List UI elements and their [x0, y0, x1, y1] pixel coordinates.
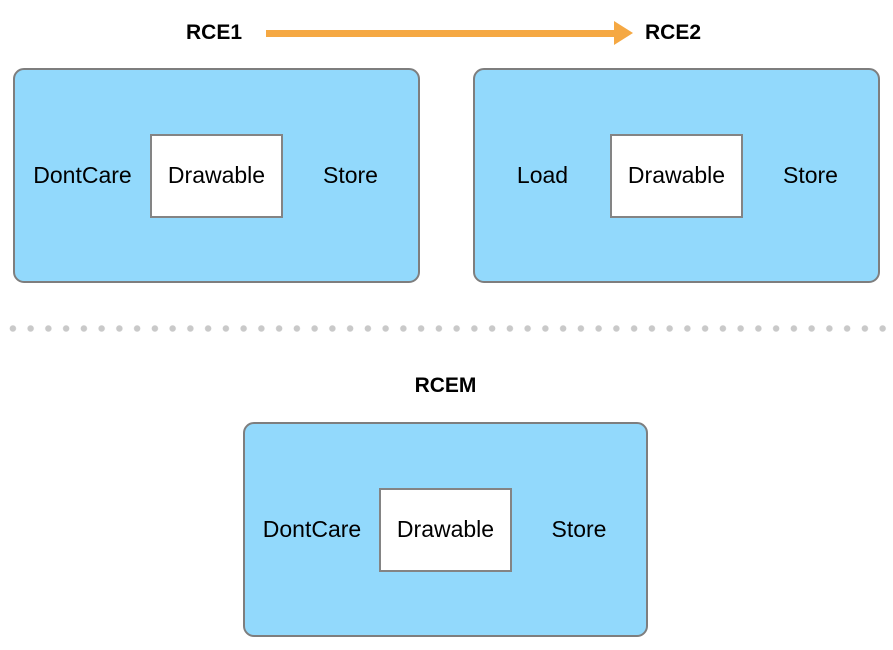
drawable-label: Drawable — [167, 162, 266, 188]
rce2-title-label: RCE2 — [645, 21, 702, 44]
merge-arrow-icon — [266, 21, 633, 45]
encoder-box-rce2: Load Drawable Store — [473, 68, 880, 283]
drawable-attachment-box: Drawable — [379, 487, 512, 572]
encoder-box-rce1: DontCare Drawable Store — [13, 68, 420, 283]
drawable-attachment-box: Drawable — [610, 133, 743, 218]
arrow-head — [614, 21, 633, 45]
load-action-label: DontCare — [262, 516, 362, 542]
store-action-label: Store — [551, 516, 607, 542]
encoder-box-rcem: DontCare Drawable Store — [243, 422, 648, 637]
drawable-attachment-box: Drawable — [150, 133, 283, 218]
drawable-label: Drawable — [396, 516, 495, 542]
store-action-label: Store — [783, 162, 838, 188]
load-action-label: DontCare — [33, 162, 132, 188]
dotted-divider — [4, 324, 890, 333]
arrow-shaft — [266, 29, 614, 37]
drawable-label: Drawable — [627, 162, 726, 188]
store-action-label: Store — [323, 162, 378, 188]
rcem-title-label: RCEM — [414, 374, 477, 397]
rce1-title-label: RCE1 — [186, 21, 243, 44]
load-action-label: Load — [516, 162, 569, 188]
